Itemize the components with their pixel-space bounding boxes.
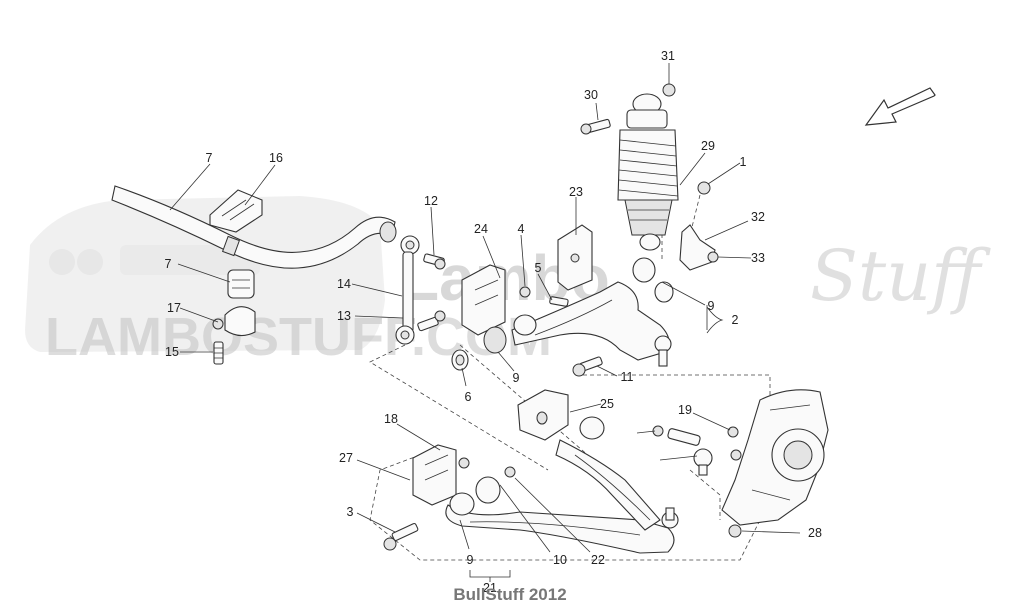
callout-24: 25 bbox=[600, 397, 614, 411]
bolt-3 bbox=[383, 522, 419, 551]
bracket-18 bbox=[412, 444, 457, 506]
hub-carrier bbox=[721, 389, 829, 526]
bushing-6 bbox=[451, 349, 469, 371]
callout-26: 28 bbox=[808, 526, 822, 540]
callout-6: 6 bbox=[465, 390, 472, 404]
car-silhouette-icon bbox=[25, 196, 385, 352]
bracket-23 bbox=[461, 264, 506, 336]
tie-rod-end-32 bbox=[667, 428, 713, 476]
stabilizer-bar bbox=[111, 185, 397, 269]
upper-control-arm bbox=[483, 257, 674, 367]
callout-27: 29 bbox=[701, 139, 715, 153]
callout-7: 7 bbox=[165, 257, 172, 271]
callout-5: 5 bbox=[535, 261, 542, 275]
callout-15: 15 bbox=[165, 345, 179, 359]
bolt-11 bbox=[572, 356, 603, 377]
callout-30: 32 bbox=[751, 210, 765, 224]
bolt-13 bbox=[417, 310, 446, 332]
callout-20: 21 bbox=[483, 581, 497, 595]
bracket-22 bbox=[557, 224, 593, 291]
callout-10: 10 bbox=[553, 553, 567, 567]
callout-1: 1 bbox=[740, 155, 747, 169]
nut-29 bbox=[662, 83, 676, 97]
nut-25 bbox=[458, 457, 470, 469]
nut-26 bbox=[728, 524, 742, 538]
callout-28: 30 bbox=[584, 88, 598, 102]
bolt-15 bbox=[213, 341, 224, 365]
callout-4: 4 bbox=[518, 222, 525, 236]
callout-9-lower: 9 bbox=[467, 553, 474, 567]
callout-12: 12 bbox=[424, 194, 438, 208]
bolt-12 bbox=[423, 253, 446, 270]
callout-18: 18 bbox=[384, 412, 398, 426]
link-rod-14 bbox=[395, 235, 420, 345]
callout-17: 17 bbox=[167, 301, 181, 315]
callout-16: 16 bbox=[269, 151, 283, 165]
nut-1 bbox=[697, 181, 711, 195]
watermark-script: Stuff bbox=[810, 235, 991, 317]
bolt-5 bbox=[549, 296, 569, 307]
credit-text: BullStuff 2012 bbox=[453, 585, 566, 604]
nut-4 bbox=[519, 286, 531, 298]
bracket-24 bbox=[517, 389, 569, 441]
callout-25: 27 bbox=[339, 451, 353, 465]
callout-9-right: 9 bbox=[708, 299, 715, 313]
callout-8: 7 bbox=[206, 151, 213, 165]
nut-19a bbox=[727, 426, 739, 438]
callout-31: 33 bbox=[751, 251, 765, 265]
callout-29: 31 bbox=[661, 49, 675, 63]
callout-22: 23 bbox=[569, 185, 583, 199]
bracket-17 bbox=[212, 306, 256, 337]
arrow-down-left-icon bbox=[864, 87, 936, 126]
clamp-16 bbox=[209, 189, 263, 233]
callout-labels: 7 16 7 17 15 14 13 12 24 4 5 6 9 11 23 3… bbox=[165, 49, 822, 595]
nut-31 bbox=[707, 251, 719, 263]
callout-21: 22 bbox=[591, 553, 605, 567]
callout-23: 24 bbox=[474, 222, 488, 236]
nut-19b bbox=[730, 449, 742, 461]
bracket-30 bbox=[679, 224, 716, 271]
bolt-28 bbox=[580, 118, 611, 135]
callout-2: 2 bbox=[732, 313, 739, 327]
callout-9-upper: 9 bbox=[513, 371, 520, 385]
callout-13: 13 bbox=[337, 309, 351, 323]
shock-absorber bbox=[617, 93, 679, 251]
lower-control-arm bbox=[445, 416, 679, 554]
leader-lines bbox=[169, 63, 801, 582]
bushing-7 bbox=[227, 269, 255, 299]
callout-3: 3 bbox=[347, 505, 354, 519]
callout-19: 19 bbox=[678, 403, 692, 417]
callout-14: 14 bbox=[337, 277, 351, 291]
callout-11: 11 bbox=[621, 370, 634, 384]
